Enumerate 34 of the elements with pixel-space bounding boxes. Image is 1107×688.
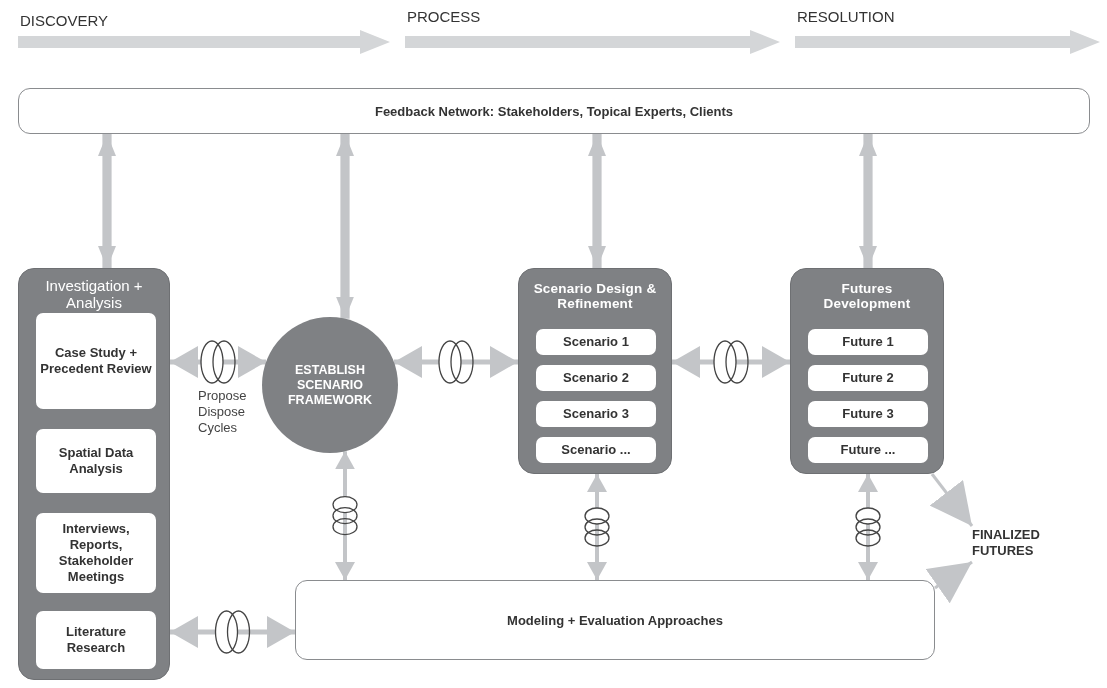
future-box: Future 1 xyxy=(808,329,928,355)
framework-circle: ESTABLISH SCENARIO FRAMEWORK xyxy=(262,317,398,453)
panel-title: Investigation + Analysis xyxy=(44,276,144,311)
arrow xyxy=(929,473,974,527)
scenario-box: Scenario 3 xyxy=(536,401,656,427)
arrow xyxy=(587,474,607,580)
investigation-panel xyxy=(18,268,170,680)
scenario-box: Scenario ... xyxy=(536,437,656,463)
phase-label: RESOLUTION xyxy=(797,8,895,25)
feedback-network-box: Feedback Network: Stakeholders, Topical Experts, Clients xyxy=(18,88,1090,134)
arrow xyxy=(858,474,878,580)
future-box: Future ... xyxy=(808,437,928,463)
process-box: Case Study + Precedent Review xyxy=(36,313,156,409)
scenario-box: Scenario 2 xyxy=(536,365,656,391)
scenario-box: Scenario 1 xyxy=(536,329,656,355)
phase-label: DISCOVERY xyxy=(20,12,109,29)
future-box: Future 3 xyxy=(808,401,928,427)
arrow xyxy=(859,134,877,268)
scenario-panel xyxy=(518,268,672,474)
arrow xyxy=(336,134,354,319)
future-box: Future 2 xyxy=(808,365,928,391)
modeling-box: Modeling + Evaluation Approaches xyxy=(295,580,935,660)
process-box: Interviews, Reports, Stakeholder Meetings xyxy=(36,513,156,593)
arrow xyxy=(588,134,606,268)
panel-title: Scenario Design & Refinement xyxy=(532,280,658,311)
arrow xyxy=(925,560,973,604)
futures-panel xyxy=(790,268,944,474)
phase-label: PROCESS xyxy=(407,8,481,25)
result-label: FINALIZED FUTURES xyxy=(972,527,1041,559)
process-box: Literature Research xyxy=(36,611,156,669)
arrow xyxy=(98,134,116,268)
arrow xyxy=(335,451,355,580)
panel-title: Futures Development xyxy=(822,280,912,311)
process-box: Spatial Data Analysis xyxy=(36,429,156,493)
